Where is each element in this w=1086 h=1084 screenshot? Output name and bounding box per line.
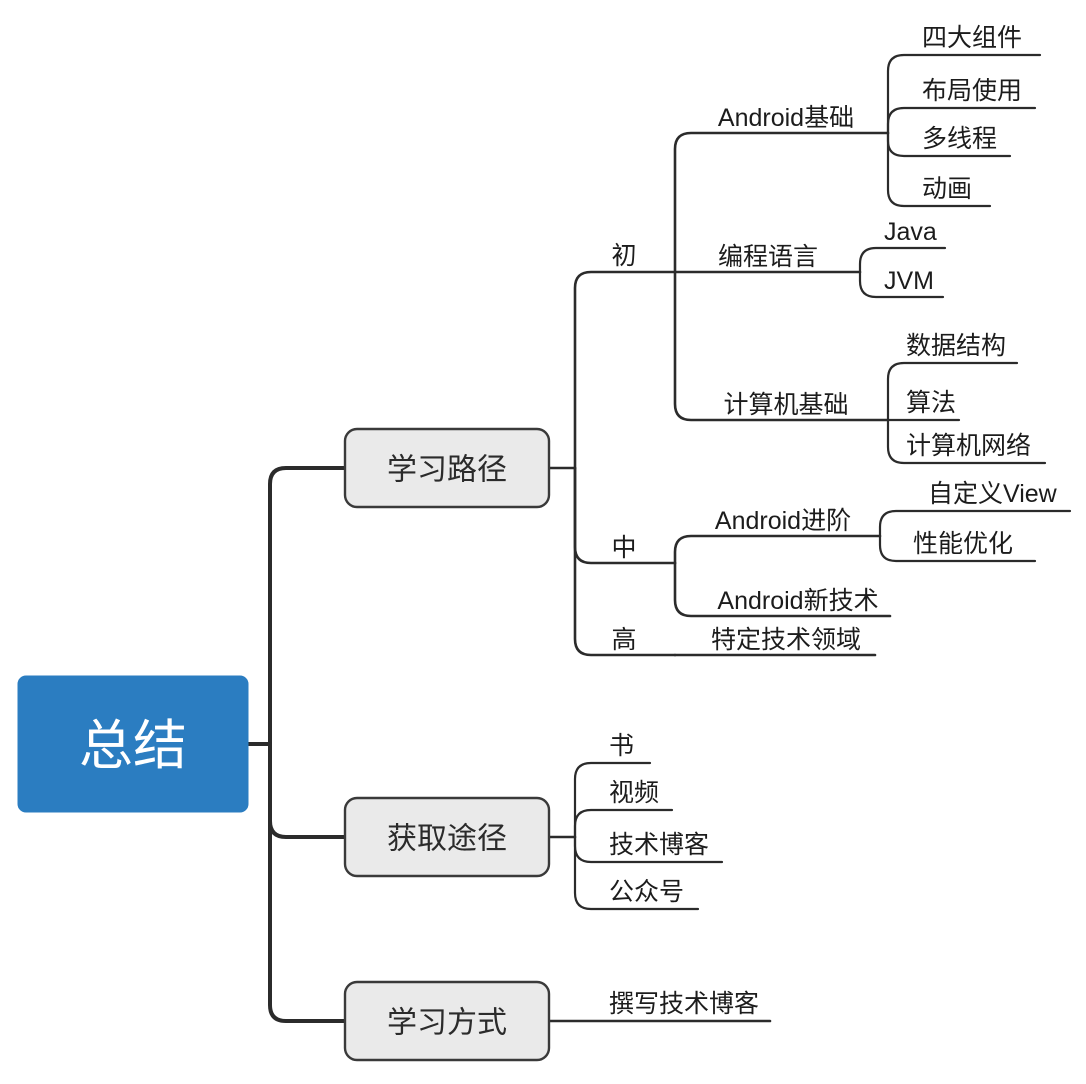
leaf-label-jvm[interactable]: JVM — [884, 267, 934, 295]
leaf-label-algorithm[interactable]: 算法 — [906, 389, 956, 417]
leaf-label-videos[interactable]: 视频 — [609, 779, 659, 807]
connector-cs-basics-leaf-1 — [886, 361, 1019, 422]
connector-android-adv-leaf-2 — [878, 534, 1037, 563]
leaf-label-computer-network[interactable]: 计算机网络 — [906, 432, 1031, 460]
leaf-label-four-components[interactable]: 四大组件 — [922, 24, 1022, 52]
node-label-android-advanced[interactable]: Android进阶 — [715, 507, 851, 535]
branch-node-box-channels[interactable] — [343, 796, 551, 878]
leaf-label-animation[interactable]: 动画 — [922, 175, 972, 203]
root-node-label: 总结 — [79, 716, 187, 776]
connector-android-basics-leaf-1 — [886, 53, 1042, 135]
node-label-specific-domain[interactable]: 特定技术领域 — [711, 626, 861, 654]
node-label-beginner[interactable]: 初 — [611, 242, 636, 270]
leaf-label-wechat-official-account[interactable]: 公众号 — [609, 878, 684, 906]
leaf-label-books[interactable]: 书 — [609, 732, 634, 760]
connector-android-basics-leaf-2 — [886, 106, 1037, 135]
branch-node-box-methods[interactable] — [343, 980, 551, 1062]
leaf-label-tech-blog[interactable]: 技术博客 — [609, 831, 709, 859]
branch-node-box-learning-path[interactable] — [343, 427, 551, 509]
connector-beginner-to-cs-basics — [673, 270, 890, 422]
connector-cs-basics-leaf-3 — [886, 418, 1047, 465]
connector-beginner-to-android-basics — [673, 131, 890, 274]
branch-node-label-methods: 学习方式 — [387, 1007, 507, 1040]
node-label-intermediate[interactable]: 中 — [611, 534, 636, 562]
connector-channels-leaf-2 — [573, 808, 674, 839]
root-node-box[interactable] — [17, 675, 249, 813]
connector-root-to-learning-path — [268, 466, 347, 746]
branch-node-label-channels: 获取途径 — [387, 823, 507, 856]
connector-android-basics-leaf-4 — [886, 131, 992, 208]
leaf-label-write-tech-blog[interactable]: 撰写技术博客 — [609, 990, 759, 1018]
node-label-advanced[interactable]: 高 — [611, 626, 636, 654]
leaf-label-layout-usage[interactable]: 布局使用 — [922, 77, 1022, 105]
connector-intermediate-to-android-new — [673, 561, 892, 618]
connector-lp-to-advanced — [573, 466, 677, 657]
connector-root-to-channels — [268, 742, 347, 839]
connector-channels-leaf-4 — [573, 835, 700, 911]
connector-root-to-methods — [268, 742, 347, 1023]
leaf-label-data-structure[interactable]: 数据结构 — [906, 332, 1006, 360]
connector-intermediate-to-android-adv — [673, 534, 882, 565]
branch-node-label-learning-path: 学习路径 — [387, 454, 507, 487]
node-label-cs-basics[interactable]: 计算机基础 — [723, 391, 848, 419]
connector-android-adv-leaf-1 — [878, 509, 1072, 538]
connector-lp-to-beginner — [573, 270, 677, 470]
connector-language-leaf-2 — [858, 270, 945, 299]
node-label-android-basics[interactable]: Android基础 — [718, 104, 854, 132]
node-label-android-new-tech[interactable]: Android新技术 — [717, 587, 878, 615]
connector-channels-leaf-1 — [573, 761, 652, 839]
leaf-label-multithreading[interactable]: 多线程 — [922, 125, 997, 153]
leaf-label-performance-optimization[interactable]: 性能优化 — [913, 530, 1013, 558]
leaf-label-java[interactable]: Java — [884, 218, 937, 246]
node-label-programming-language[interactable]: 编程语言 — [718, 243, 818, 271]
connector-language-leaf-1 — [858, 246, 947, 274]
leaf-label-custom-view[interactable]: 自定义View — [928, 480, 1058, 508]
